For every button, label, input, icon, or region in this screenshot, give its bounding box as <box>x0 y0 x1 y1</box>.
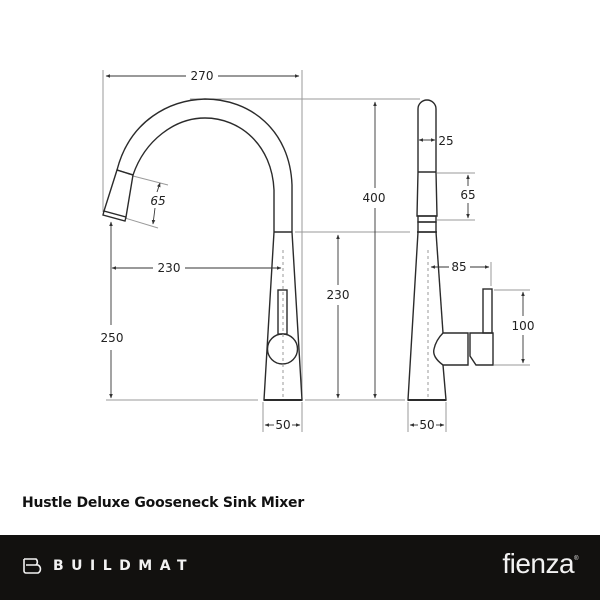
dim-spout-diameter: 25 <box>438 134 453 148</box>
dim-base-width: 50 <box>275 418 290 432</box>
side-body <box>407 231 494 401</box>
side-spout <box>416 99 438 233</box>
product-title: Hustle Deluxe Gooseneck Sink Mixer <box>22 495 305 511</box>
gooseneck-spout <box>102 98 293 233</box>
dim-handle-height: 100 <box>512 319 535 333</box>
dim-body-height: 230 <box>327 288 350 302</box>
buildmat-brand: BUILDMAT <box>22 557 194 575</box>
buildmat-logo-icon <box>23 558 42 574</box>
fienza-wordmark: fienza <box>502 548 575 579</box>
dim-side-base-width: 50 <box>419 418 434 432</box>
fienza-logo: fienza® <box>502 548 578 580</box>
dim-handle-reach: 85 <box>451 260 466 274</box>
dim-outlet-to-center: 230 <box>158 261 181 275</box>
dim-side-head-length: 65 <box>460 188 475 202</box>
brand-footer: BUILDMAT fienza® <box>0 535 600 600</box>
registered-mark: ® <box>574 556 578 562</box>
dim-spout-reach: 270 <box>191 69 214 83</box>
dim-outlet-height: 250 <box>101 331 124 345</box>
dim-head-length: 65 <box>150 194 165 208</box>
buildmat-wordmark: BUILDMAT <box>53 558 195 574</box>
front-view: 270 230 250 230 400 65 50 <box>101 69 420 432</box>
side-view: 25 65 85 100 50 <box>407 99 535 432</box>
dim-overall-height: 400 <box>363 191 386 205</box>
technical-drawing: 270 230 250 230 400 65 50 <box>101 69 535 432</box>
